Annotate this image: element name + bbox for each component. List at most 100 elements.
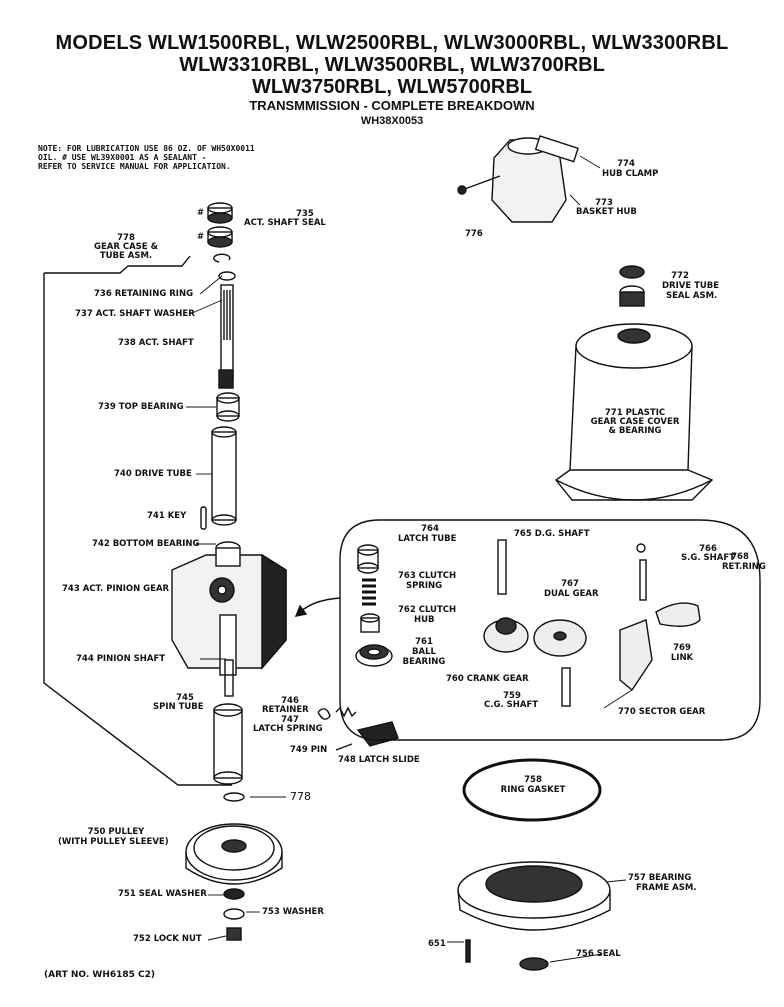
label-750-sub: (WITH PULLEY SLEEVE) (58, 837, 169, 847)
diagram-part-number: WH38X0053 (360, 115, 424, 127)
label-776: 776 (465, 229, 483, 239)
gear-case-cover-shape (554, 323, 714, 501)
label-651: 651 (428, 939, 446, 949)
label-743: 743 ACT. PINION GEAR (62, 584, 170, 594)
label-749: 749 PIN (290, 745, 328, 755)
label-764: 764 (421, 524, 439, 534)
label-763: 763 CLUTCH (398, 571, 457, 581)
label-773-name: BASKET HUB (576, 207, 637, 217)
pinion-shaft-shape (224, 659, 234, 697)
label-742: 742 BOTTOM BEARING (92, 539, 200, 549)
washer-778-shape (223, 792, 245, 802)
label-746-name: RETAINER (262, 705, 309, 715)
label-hash-2: # (197, 232, 205, 242)
label-771-name1: GEAR CASE COVER (590, 417, 680, 427)
label-774: 774 (617, 159, 635, 169)
drive-tube-seal-shape (619, 265, 645, 307)
act-shaft-shape (218, 284, 234, 389)
note-line2: OIL. # USE WL39X0001 AS A SEALANT - (38, 153, 207, 162)
subassembly-outline (339, 519, 761, 741)
clutch-hub-shape (360, 613, 380, 633)
latch-spring-shape (335, 706, 357, 718)
gear-case-shape (171, 541, 287, 676)
diagram-title-line3: WLW3750RBL, WLW5700RBL (251, 76, 533, 98)
art-number: (ART NO. WH6185 C2) (44, 970, 156, 980)
crank-gear-shape (533, 619, 587, 657)
dual-gear-shape (483, 617, 529, 653)
label-778-bottom: 778 (290, 790, 311, 803)
label-757-name: FRAME ASM. (636, 883, 697, 893)
ret-ring-shape (636, 543, 646, 553)
dg-shaft-shape (497, 539, 507, 595)
sector-gear-shape (619, 619, 653, 692)
basket-hub-shape (457, 135, 579, 223)
label-746: 746 (281, 696, 299, 706)
label-744: 744 PINION SHAFT (76, 654, 166, 664)
act-shaft-seal-shape (207, 202, 233, 248)
label-737: 737 ACT. SHAFT WASHER (75, 309, 195, 319)
label-770: 770 SECTOR GEAR (618, 707, 706, 717)
label-761-name2: BEARING (402, 657, 446, 667)
link-shape (655, 602, 701, 627)
retainer-shape (317, 708, 331, 720)
label-778-top-name2: TUBE ASM. (99, 251, 153, 261)
label-759: 759 (503, 691, 521, 701)
label-772-name2: SEAL ASM. (666, 291, 718, 301)
label-750: 750 PULLEY (87, 827, 145, 837)
top-bearing-shape (216, 392, 240, 422)
seal-756-shape (519, 957, 549, 971)
label-778-top: 778 (117, 233, 135, 243)
label-753: 753 WASHER (262, 907, 324, 917)
label-774-name: HUB CLAMP (602, 169, 659, 179)
label-736: 736 RETAINING RING (94, 289, 194, 299)
sg-shaft-shape (639, 559, 647, 601)
label-769-name: LINK (670, 653, 694, 663)
label-764-name: LATCH TUBE (398, 534, 457, 544)
label-762: 762 CLUTCH (398, 605, 457, 615)
label-763-name: SPRING (406, 581, 443, 591)
key-shape (200, 506, 207, 530)
label-738: 738 ACT. SHAFT (118, 338, 194, 348)
washer-753-shape (223, 908, 245, 920)
label-772: 772 (671, 271, 689, 281)
ball-bearing-shape (355, 644, 393, 667)
lock-nut-shape (226, 927, 242, 941)
label-762-name: HUB (414, 615, 435, 625)
label-761: 761 (415, 637, 433, 647)
label-748: 748 LATCH SLIDE (338, 755, 420, 765)
drive-tube-shape (211, 426, 237, 526)
label-757: 757 BEARING (628, 873, 692, 883)
label-767: 767 (561, 579, 579, 589)
label-hash-1: # (197, 208, 205, 218)
label-759-name: C.G. SHAFT (484, 700, 539, 710)
seal-washer-shape (223, 888, 245, 900)
screw-651-shape (465, 939, 471, 963)
label-767-name: DUAL GEAR (544, 589, 599, 599)
label-758-name: RING GASKET (500, 785, 566, 795)
shaft-washer-shape (218, 271, 236, 281)
clutch-spring-shape (362, 578, 376, 606)
label-766-name: S.G. SHAFT (681, 553, 735, 563)
ring-gasket-shape (462, 758, 602, 822)
label-745: 745 (176, 693, 194, 703)
retaining-ring-shape (213, 253, 231, 263)
label-760: 760 CRANK GEAR (446, 674, 529, 684)
label-768: 768 (731, 552, 749, 562)
diagram-subtitle: TRANSMMISSION - COMPLETE BREAKDOWN (249, 98, 535, 113)
latch-slide-shape (356, 721, 399, 747)
label-747: 747 (281, 715, 299, 725)
cg-shaft-shape (561, 667, 571, 707)
label-735-name: ACT. SHAFT SEAL (244, 218, 326, 228)
note-line1: NOTE: FOR LUBRICATION USE 86 OZ. OF WH50… (38, 144, 255, 153)
label-765: 765 D.G. SHAFT (514, 529, 590, 539)
label-766: 766 (699, 544, 717, 554)
label-761-name1: BALL (412, 647, 436, 657)
label-739: 739 TOP BEARING (98, 402, 184, 412)
label-747-name: LATCH SPRING (253, 724, 323, 734)
label-778-top-name1: GEAR CASE & (94, 242, 158, 252)
label-740: 740 DRIVE TUBE (114, 469, 192, 479)
label-735: 735 (296, 209, 314, 219)
diagram-title-line2: WLW3310RBL, WLW3500RBL, WLW3700RBL (179, 54, 605, 76)
label-769: 769 (673, 643, 691, 653)
